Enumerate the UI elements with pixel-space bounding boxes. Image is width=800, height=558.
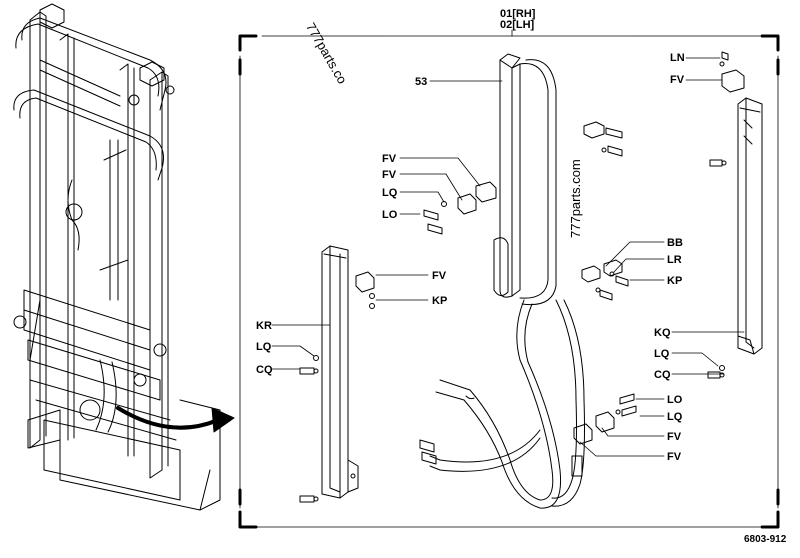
callout-lq-b: LQ [256,341,272,353]
callout-53: 53 [415,76,428,88]
callout-fv-a: FV [382,153,397,165]
rail-kr [299,245,359,503]
callout-ln: LN [670,52,685,64]
rail-kq [737,97,763,355]
hose-channel [419,53,585,509]
callout-fv-d: FV [667,431,682,443]
callout-lo-b: LO [667,394,683,406]
callout-fv-c: FV [432,270,447,282]
callout-kp-a: KP [432,295,448,307]
frame [238,34,780,529]
callout-fv-e: FV [667,451,682,463]
hardware [299,51,745,445]
callout-cq-a: CQ [256,364,273,376]
callout-lq-a: LQ [382,187,398,199]
watermark-middle: 777parts.com [568,159,583,238]
mast-assembly [13,3,221,511]
callout-fv-top-right: FV [670,74,685,86]
figure-id: 6803-912 [744,534,787,545]
callout-kp-b: KP [667,275,683,287]
callout-lo-a: LO [382,209,398,221]
callout-bb: BB [667,237,683,249]
callout-fv-b: FV [382,169,397,181]
callout-kr: KR [256,320,272,332]
part-number-lh: 02[LH] [500,19,535,31]
callout-cq-b: CQ [654,369,671,381]
callout-lq-c: LQ [654,348,670,360]
callout-lq-d: LQ [667,411,683,423]
callout-kq: KQ [654,327,671,339]
part-number-rh: 01[RH] [500,8,536,20]
callout-lr: LR [667,254,682,266]
leader-lines [271,57,745,457]
pointer-arrow [116,406,235,433]
